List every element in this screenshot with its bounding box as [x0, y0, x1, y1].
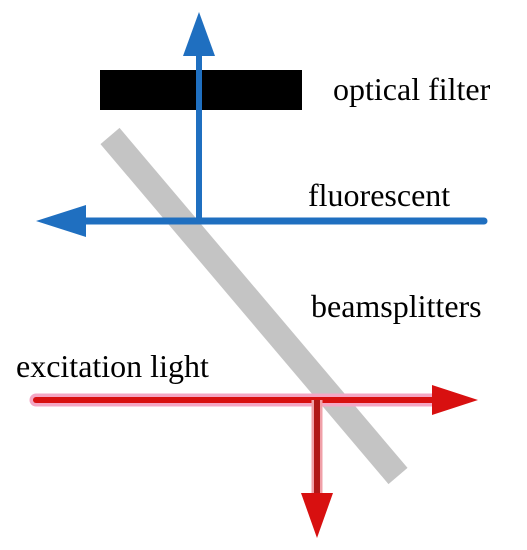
- arrow-right-icon: [432, 385, 478, 415]
- beamsplitter: [100, 127, 408, 485]
- arrow-left-icon: [36, 205, 86, 237]
- optical-filter-label: optical filter: [333, 71, 491, 107]
- arrow-up-icon: [183, 12, 215, 56]
- excitation-light-label: excitation light: [16, 348, 209, 384]
- beamsplitters-label: beamsplitters: [311, 288, 482, 324]
- arrow-down-icon: [301, 493, 333, 538]
- fluorescent-label: fluorescent: [308, 177, 451, 213]
